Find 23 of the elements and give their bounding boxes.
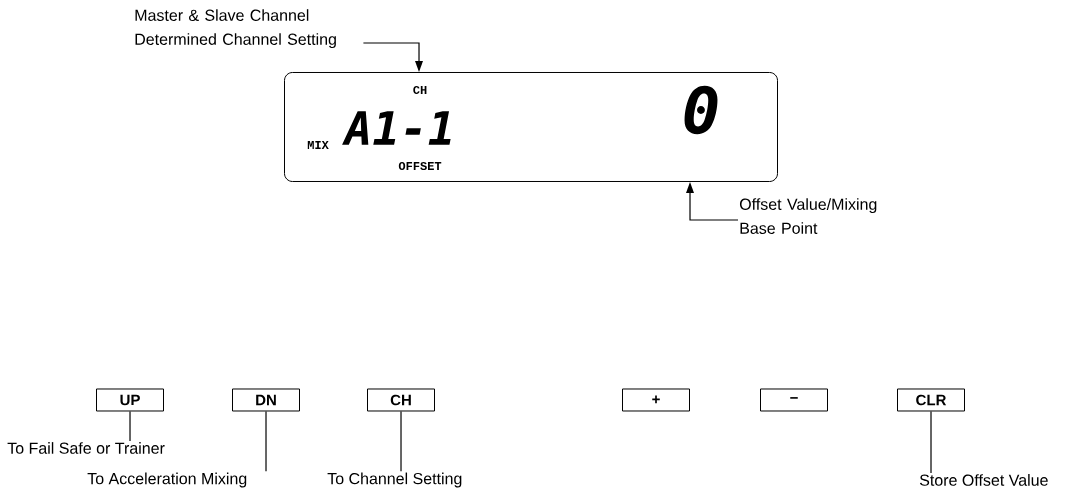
segment-digits: 0 bbox=[684, 85, 718, 135]
leader-line bbox=[362, 42, 423, 72]
key-button: CLR bbox=[897, 388, 965, 412]
callout-text: To Acceleration Mixing bbox=[87, 472, 247, 488]
display-label: OFFSET bbox=[398, 161, 442, 171]
callout-text: To Fail Safe or Trainer bbox=[7, 442, 165, 454]
display-label: MIX bbox=[307, 141, 329, 149]
callout-text: To Channel Setting bbox=[327, 472, 462, 488]
key-button: − bbox=[760, 388, 828, 412]
leader-line bbox=[686, 182, 739, 221]
leader-line bbox=[265, 410, 267, 472]
callout-text: Offset Value/Mixing Base Point bbox=[739, 198, 877, 234]
key-button: UP bbox=[96, 388, 164, 412]
leader-line bbox=[930, 410, 932, 474]
leader-line bbox=[129, 410, 131, 442]
key-button: + bbox=[622, 388, 690, 412]
key-button: CH bbox=[367, 388, 435, 412]
key-button: DN bbox=[232, 388, 300, 412]
callout-text: Master & Slave Channel Determined Channel Setting bbox=[135, 9, 336, 49]
leader-line bbox=[400, 410, 402, 472]
display-label: CH bbox=[413, 85, 427, 95]
segment-digits: A1-1 bbox=[342, 111, 451, 145]
callout-text: Store Offset Value bbox=[919, 474, 1048, 486]
